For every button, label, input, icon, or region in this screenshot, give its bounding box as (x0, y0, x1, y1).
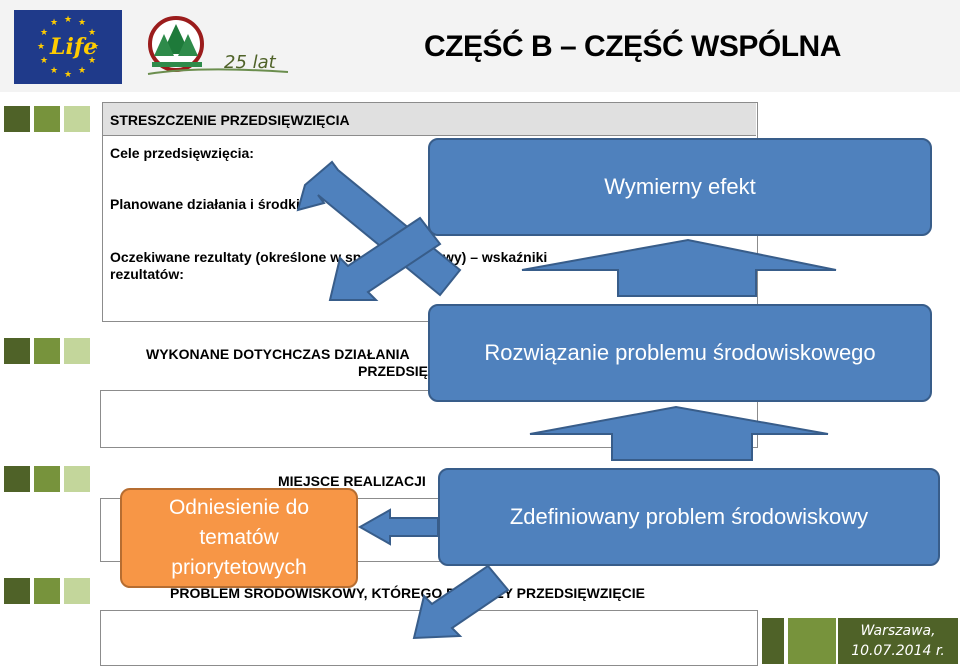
deco-square (64, 466, 90, 492)
deco-square (34, 578, 60, 604)
title-part-b: CZĘŚĆ B (424, 30, 553, 63)
deco-square (34, 466, 60, 492)
up-arrow-top-icon (521, 238, 837, 297)
diagonal-arrow-bottom-icon (412, 564, 510, 640)
svg-text:★: ★ (50, 66, 58, 76)
goals-label: Cele przedsięwzięcia: (110, 145, 254, 161)
svg-text:★: ★ (88, 56, 96, 66)
tree-emblem-icon (147, 16, 289, 75)
location-title: MIEJSCE REALIZACJI (278, 473, 426, 489)
eu-stars-icon: ★★★ ★★★ ★★★ ★★★ (37, 15, 99, 80)
deco-square (64, 338, 90, 364)
summary-header-band (103, 103, 756, 136)
defined-problem-label: Zdefiniowany problem środowiskowy (509, 504, 869, 529)
priority-topics-box: Odniesienie do tematów priorytetowych (120, 488, 358, 588)
footer-deco-square (788, 618, 836, 664)
actions-label: Planowane działania i środki: (110, 196, 305, 212)
footer-place: Warszawa, (860, 623, 936, 639)
page-title: CZĘŚĆ B – CZĘŚĆ WSPÓLNA (424, 30, 841, 64)
measurable-effect-label: Wymierny efekt (604, 174, 756, 199)
completed-actions-title-line1: WYKONANE DOTYCHCZAS DZIAŁANIA (146, 346, 410, 362)
deco-square (64, 578, 90, 604)
svg-text:★: ★ (88, 28, 96, 38)
deco-square (4, 466, 30, 492)
svg-text:★: ★ (78, 66, 86, 76)
footer-deco-square (762, 618, 784, 664)
life-logo-text: Life (50, 34, 98, 60)
svg-text:★: ★ (37, 42, 45, 52)
title-dash: – (552, 30, 585, 63)
anniversary-logo: 25 lat (138, 10, 298, 84)
left-arrow-icon (357, 508, 439, 546)
env-problem-title: PROBLEM ŚRODOWISKOWY, KTÓREGO DOTYCZY PR… (170, 585, 645, 601)
summary-section-title: STRESZCZENIE PRZEDSIĘWZIĘCIA (110, 112, 350, 128)
results-label-line2: rezultatów: (110, 266, 184, 282)
svg-text:★: ★ (91, 42, 99, 52)
svg-text:★: ★ (40, 56, 48, 66)
defined-problem-box: Zdefiniowany problem środowiskowy (438, 468, 940, 566)
title-part-common: CZĘŚĆ WSPÓLNA (584, 30, 841, 63)
anniversary-logo-text: 25 lat (224, 52, 276, 73)
deco-square (4, 338, 30, 364)
deco-square (4, 106, 30, 132)
solution-label: Rozwiązanie problemu środowiskowego (484, 340, 876, 365)
svg-text:★: ★ (64, 70, 72, 80)
deco-square (34, 106, 60, 132)
deco-square (64, 106, 90, 132)
svg-text:★: ★ (50, 18, 58, 28)
life-logo: ★★★ ★★★ ★★★ ★★★ Life (14, 10, 122, 84)
deco-square (34, 338, 60, 364)
up-arrow-bottom-icon (529, 405, 829, 461)
deco-square (4, 578, 30, 604)
footer-date: 10.07.2014 r. (851, 643, 945, 659)
solution-box: Rozwiązanie problemu środowiskowego (428, 304, 932, 402)
priority-topics-label: Odniesienie do tematów priorytetowych (168, 496, 310, 579)
footer-date-block: Warszawa, 10.07.2014 r. (838, 618, 958, 664)
svg-text:★: ★ (78, 18, 86, 28)
svg-text:★: ★ (40, 28, 48, 38)
measurable-effect-box: Wymierny efekt (428, 138, 932, 236)
svg-text:★: ★ (64, 15, 72, 25)
diagonal-arrow-up-left-icon (296, 160, 462, 297)
